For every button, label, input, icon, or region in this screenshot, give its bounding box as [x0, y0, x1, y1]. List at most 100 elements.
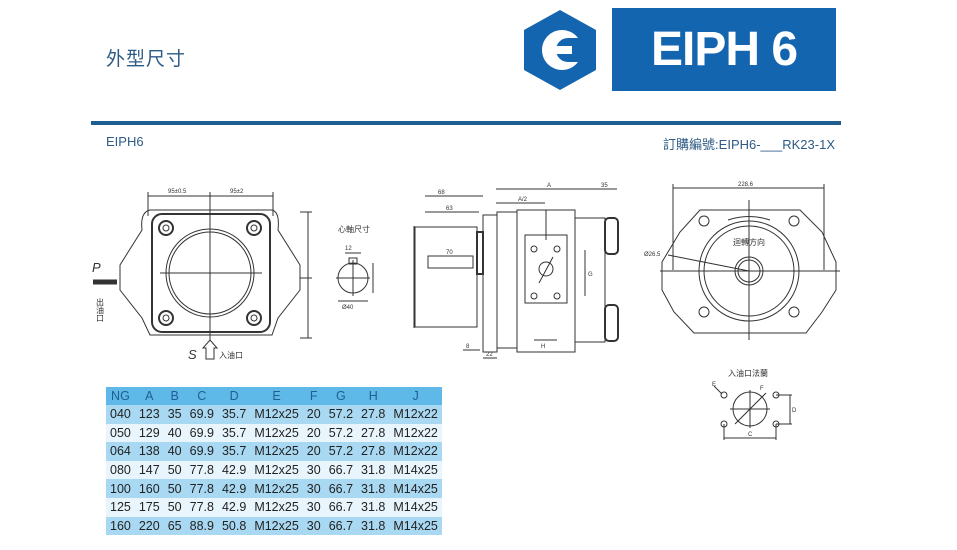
- dim-text: A: [547, 183, 551, 189]
- cell: M12x22: [389, 442, 442, 461]
- dim-text: 228.6: [738, 182, 754, 188]
- col-header: J: [389, 387, 442, 405]
- cell: 27.8: [357, 405, 390, 424]
- cell: 31.8: [357, 460, 390, 480]
- inlet-flange-title: 入油口法蘭: [728, 368, 768, 378]
- col-header: C: [185, 387, 218, 405]
- cell: 125: [106, 497, 135, 517]
- cell: 175: [134, 497, 164, 517]
- cell: 69.9: [185, 405, 218, 424]
- cell: 69.9: [185, 442, 218, 461]
- cell: 20: [302, 405, 325, 424]
- model-logo: EIPH 6: [612, 8, 836, 91]
- cell: 35.7: [217, 442, 251, 461]
- cell: 50: [163, 460, 186, 480]
- technical-drawing: 95±0.5 95±2 68 63 70 A A/2 35 8 22 H G 2…: [92, 182, 840, 362]
- table-header-row: NG A B C D E F G H J: [106, 387, 442, 405]
- cell: M12x22: [389, 405, 442, 424]
- front-view: [93, 192, 312, 360]
- dim-text: C: [748, 432, 753, 438]
- cell: 160: [134, 479, 164, 498]
- cell: 69.9: [185, 423, 218, 443]
- dim-text: H: [541, 344, 545, 350]
- outlet-letter: P: [92, 260, 101, 275]
- cell: 35.7: [217, 405, 251, 424]
- cell: 30: [302, 497, 325, 517]
- cell: 100: [106, 479, 135, 498]
- cell: 42.9: [217, 460, 251, 480]
- cell: 080: [106, 460, 135, 480]
- cell: 30: [302, 479, 325, 498]
- inlet-flange-diagram: 入油口法蘭 C D E F: [712, 368, 797, 440]
- shaft-detail: [336, 252, 374, 302]
- cell: M14x25: [389, 497, 442, 517]
- cell: 40: [163, 423, 186, 443]
- cell: 35.7: [217, 423, 251, 443]
- cell: 27.8: [357, 442, 390, 461]
- cell: 57.2: [324, 405, 358, 424]
- cell: 31.8: [357, 516, 390, 536]
- dim-text: A/2: [518, 197, 528, 203]
- cell: 40: [163, 442, 186, 461]
- order-code: 訂購編號:EIPH6-___RK23-1X: [663, 137, 835, 152]
- dim-text: 70: [446, 250, 453, 256]
- cell: M12x25: [250, 516, 303, 536]
- cell: M14x25: [389, 479, 442, 498]
- cell: 20: [302, 423, 325, 443]
- cell: 138: [134, 442, 164, 461]
- cell: 66.7: [324, 497, 358, 517]
- dim-text: 22: [486, 352, 493, 358]
- rear-view: [660, 184, 840, 340]
- cell: 31.8: [357, 497, 390, 517]
- page-title: 外型尺寸: [106, 48, 187, 70]
- cell: 77.8: [185, 479, 218, 498]
- dim-text: 95±2: [230, 189, 244, 195]
- cell: 88.9: [185, 516, 218, 536]
- cell: 66.7: [324, 479, 358, 498]
- cell: 20: [302, 442, 325, 461]
- col-header: B: [163, 387, 186, 405]
- cell: 77.8: [185, 460, 218, 480]
- cell: M12x25: [250, 442, 303, 461]
- cell: 42.9: [217, 497, 251, 517]
- cell: 66.7: [324, 460, 358, 480]
- col-header: NG: [106, 387, 135, 405]
- outlet-label: 出油口: [96, 297, 105, 322]
- dim-text: F: [760, 386, 764, 392]
- cell: M14x25: [389, 460, 442, 480]
- col-header: G: [324, 387, 358, 405]
- col-header: E: [250, 387, 303, 405]
- brand-logo-icon: [524, 10, 596, 90]
- cell: 50.8: [217, 516, 251, 536]
- shaft-detail-title: 心軸尺寸: [338, 224, 370, 234]
- cell: M12x25: [250, 479, 303, 498]
- inlet-letter: S: [188, 347, 197, 362]
- dim-text: 95±0.5: [168, 189, 187, 195]
- cell: 123: [134, 405, 164, 424]
- dim-text: Ø26.5: [644, 252, 661, 258]
- cell: 147: [134, 460, 164, 480]
- dim-text: 8: [466, 344, 470, 350]
- side-view: [413, 188, 619, 359]
- cell: 040: [106, 405, 135, 424]
- col-header: A: [134, 387, 164, 405]
- cell: 35: [163, 405, 186, 424]
- col-header: D: [217, 387, 251, 405]
- dim-text: G: [588, 272, 593, 278]
- cell: M12x22: [389, 423, 442, 443]
- cell: 57.2: [324, 423, 358, 443]
- cell: 57.2: [324, 442, 358, 461]
- cell: 50: [163, 479, 186, 498]
- cell: 129: [134, 423, 164, 443]
- cell: M12x25: [250, 423, 303, 443]
- cell: 220: [134, 516, 164, 536]
- cell: 160: [106, 516, 135, 536]
